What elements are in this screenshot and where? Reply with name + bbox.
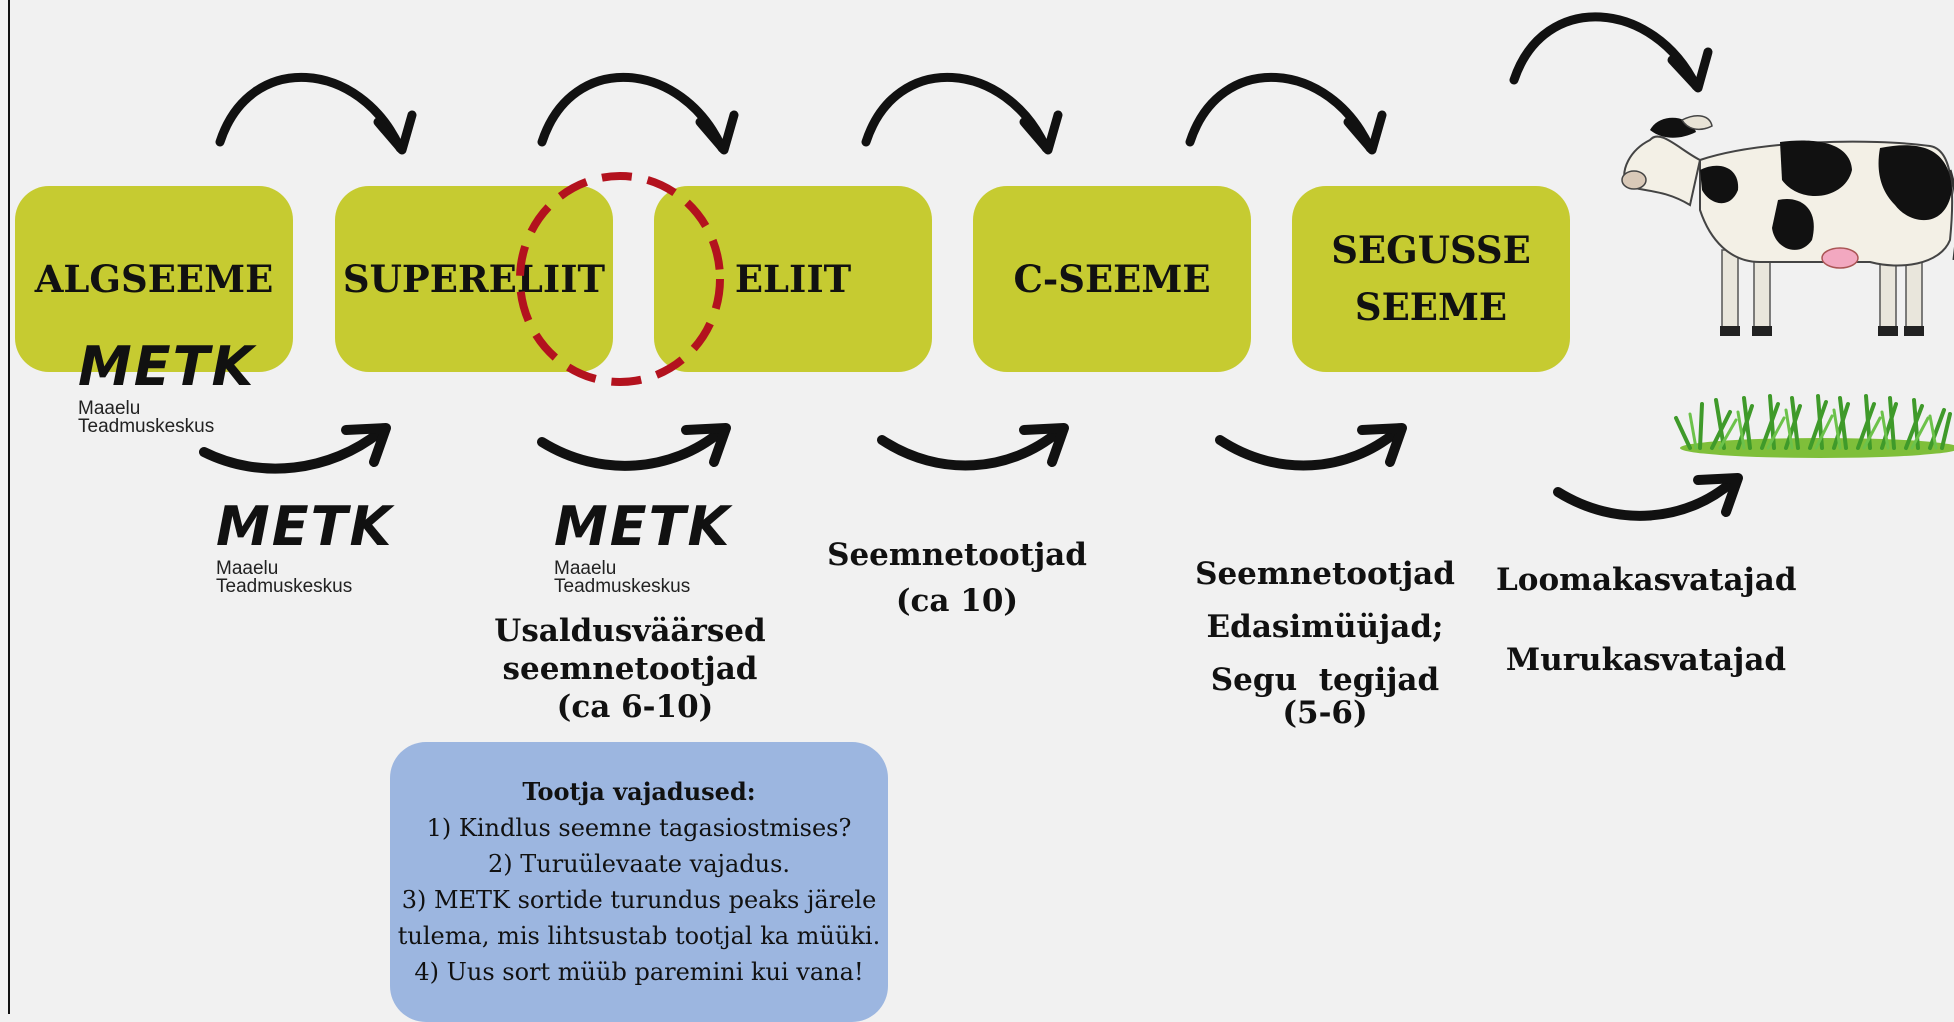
producer-needs-item: 1) Kindlus seemne tagasiostmises? <box>426 814 852 842</box>
metk-wordmark: METK <box>216 495 394 558</box>
metk-subtitle: Maaelu Teadmuskeskus <box>78 398 215 437</box>
actor-seemnetootjad-line1: Seemnetootjad <box>827 537 1087 573</box>
curved-arrow-icon <box>537 423 731 471</box>
grass-icon <box>1674 394 1954 458</box>
stage-eliit-label: ELIIT <box>734 256 852 301</box>
stage-algseeme: ALGSEEME <box>15 186 293 372</box>
stage-segusse-seeme-label-1: SEGUSSE <box>1331 228 1531 272</box>
actor-usaldusvaarsed-line1: Usaldusväärsed <box>494 613 766 649</box>
actor-edasimuujad-line4: (5-6) <box>1282 695 1368 731</box>
producer-needs-item: 3) METK sortide turundus peaks järele <box>401 886 877 914</box>
actor-usaldusvaarsed-line3: (ca 6-10) <box>556 689 714 725</box>
producer-needs-item: 4) Uus sort müüb paremini kui vana! <box>414 958 864 986</box>
left-frame-line <box>8 0 10 1014</box>
actor-edasimuujad: Seemnetootjad Edasimüüjad; Segu tegijad … <box>1190 548 1460 740</box>
actor-murukasvatajad: Murukasvatajad <box>1505 642 1787 678</box>
actor-edasimuujad-line1: Seemnetootjad <box>1195 556 1455 592</box>
producer-needs-item: 2) Turuülevaate vajadus. <box>487 850 791 878</box>
curved-arrow-icon <box>1509 12 1713 93</box>
curved-arrow-icon <box>877 423 1069 471</box>
stage-supereliit: SUPERELIIT <box>335 186 613 372</box>
stage-segusse-seeme-label-2: SEEME <box>1354 285 1508 329</box>
metk-subtitle: Maaelu Teadmuskeskus <box>216 558 353 597</box>
curved-arrow-icon <box>537 73 739 155</box>
stage-c-seeme-label: C-SEEME <box>1013 256 1211 301</box>
metk-subtitle-line2: Teadmuskeskus <box>554 576 691 597</box>
producer-needs-item: tulema, mis lihtsustab tootjal ka müüki. <box>397 922 881 950</box>
curved-arrow-icon <box>1185 73 1387 155</box>
metk-wordmark: METK <box>78 335 256 398</box>
actor-edasimuujad-line2: Edasimüüjad; <box>1206 609 1444 645</box>
actor-seemnetootjad: Seemnetootjad (ca 10) <box>822 532 1092 624</box>
metk-subtitle-line2: Teadmuskeskus <box>216 576 353 597</box>
metk-subtitle: Maaelu Teadmuskeskus <box>554 558 691 597</box>
curved-arrow-icon <box>1215 423 1407 471</box>
metk-logo: METK Maaelu Teadmuskeskus <box>78 340 253 440</box>
curved-arrow-icon <box>199 423 391 474</box>
metk-subtitle-line2: Teadmuskeskus <box>78 416 215 437</box>
producer-needs-box: Tootja vajadused: 1) Kindlus seemne taga… <box>390 742 888 1022</box>
curved-arrow-icon <box>1553 473 1743 521</box>
stage-supereliit-label: SUPERELIIT <box>342 256 606 301</box>
metk-logo: METK Maaelu Teadmuskeskus <box>554 500 729 600</box>
cow-icon <box>1621 114 1954 336</box>
stage-algseeme-label: ALGSEEME <box>34 256 274 301</box>
actor-loomakasvatajad: Loomakasvatajad <box>1496 562 1797 598</box>
curved-arrow-icon <box>861 73 1063 155</box>
actor-usaldusvaarsed-line2: seemnetootjad <box>502 651 758 687</box>
metk-subtitle-line1: Maaelu <box>216 558 279 579</box>
actor-seemnetootjad-line2: (ca 10) <box>895 583 1019 619</box>
metk-wordmark: METK <box>554 495 732 558</box>
curved-arrow-icon <box>215 73 417 155</box>
metk-subtitle-line1: Maaelu <box>554 558 617 579</box>
actor-usaldusvaarsed: Usaldusväärsed seemnetootjad (ca 6-10) <box>480 612 780 726</box>
stage-segusse-seeme: SEGUSSE SEEME <box>1292 186 1570 372</box>
metk-subtitle-line1: Maaelu <box>78 398 141 419</box>
dashed-highlight-circle <box>516 172 724 386</box>
stage-c-seeme: C-SEEME <box>973 186 1251 372</box>
actor-edasimuujad-line3: Segu tegijad <box>1210 662 1440 698</box>
producer-needs-title: Tootja vajadused: <box>522 777 756 806</box>
metk-logo: METK Maaelu Teadmuskeskus <box>216 500 391 600</box>
